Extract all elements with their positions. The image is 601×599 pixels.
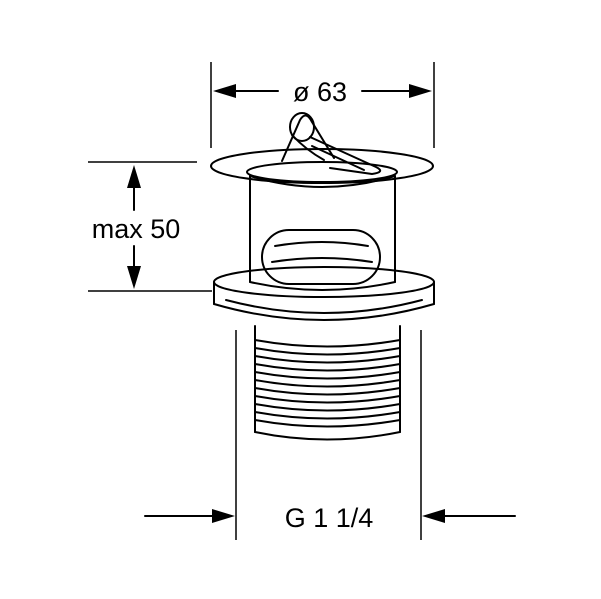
drain-fitting — [210, 112, 435, 441]
thread-rings — [254, 339, 401, 428]
overflow-body — [249, 175, 396, 291]
arrow-icon — [127, 165, 141, 188]
arrow-icon — [213, 84, 236, 98]
cap-plate — [210, 148, 434, 184]
overflow-slot — [261, 229, 381, 285]
arrow-icon — [127, 266, 141, 289]
thread-dimension: G 1 1/4 — [144, 330, 516, 540]
flange — [213, 266, 435, 321]
threaded-pipe — [254, 325, 401, 441]
diameter-label: ø 63 — [293, 77, 347, 107]
stopper-knob — [281, 112, 382, 175]
arrow-icon — [422, 509, 445, 523]
height-dimension: max 50 — [88, 161, 212, 292]
height-label: max 50 — [92, 214, 181, 244]
diameter-dimension: ø 63 — [210, 62, 435, 148]
arrow-icon — [212, 509, 235, 523]
arrow-icon — [409, 84, 432, 98]
thread-label: G 1 1/4 — [285, 503, 374, 533]
